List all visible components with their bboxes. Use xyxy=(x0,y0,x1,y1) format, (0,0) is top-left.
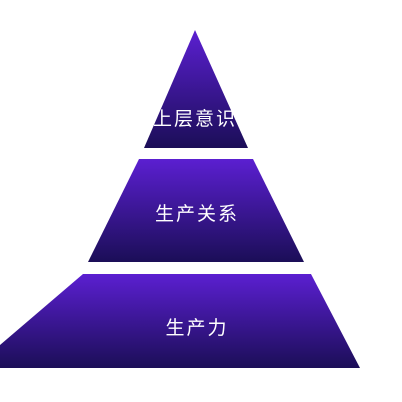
tier-label-top: 上层意识 xyxy=(153,108,237,130)
pyramid-tier-top xyxy=(144,30,248,148)
pyramid-tier-middle xyxy=(88,159,304,262)
pyramid-tier-bottom xyxy=(0,274,360,368)
tier-label-middle: 生产关系 xyxy=(155,203,239,225)
tier-label-bottom: 生产力 xyxy=(165,317,228,339)
